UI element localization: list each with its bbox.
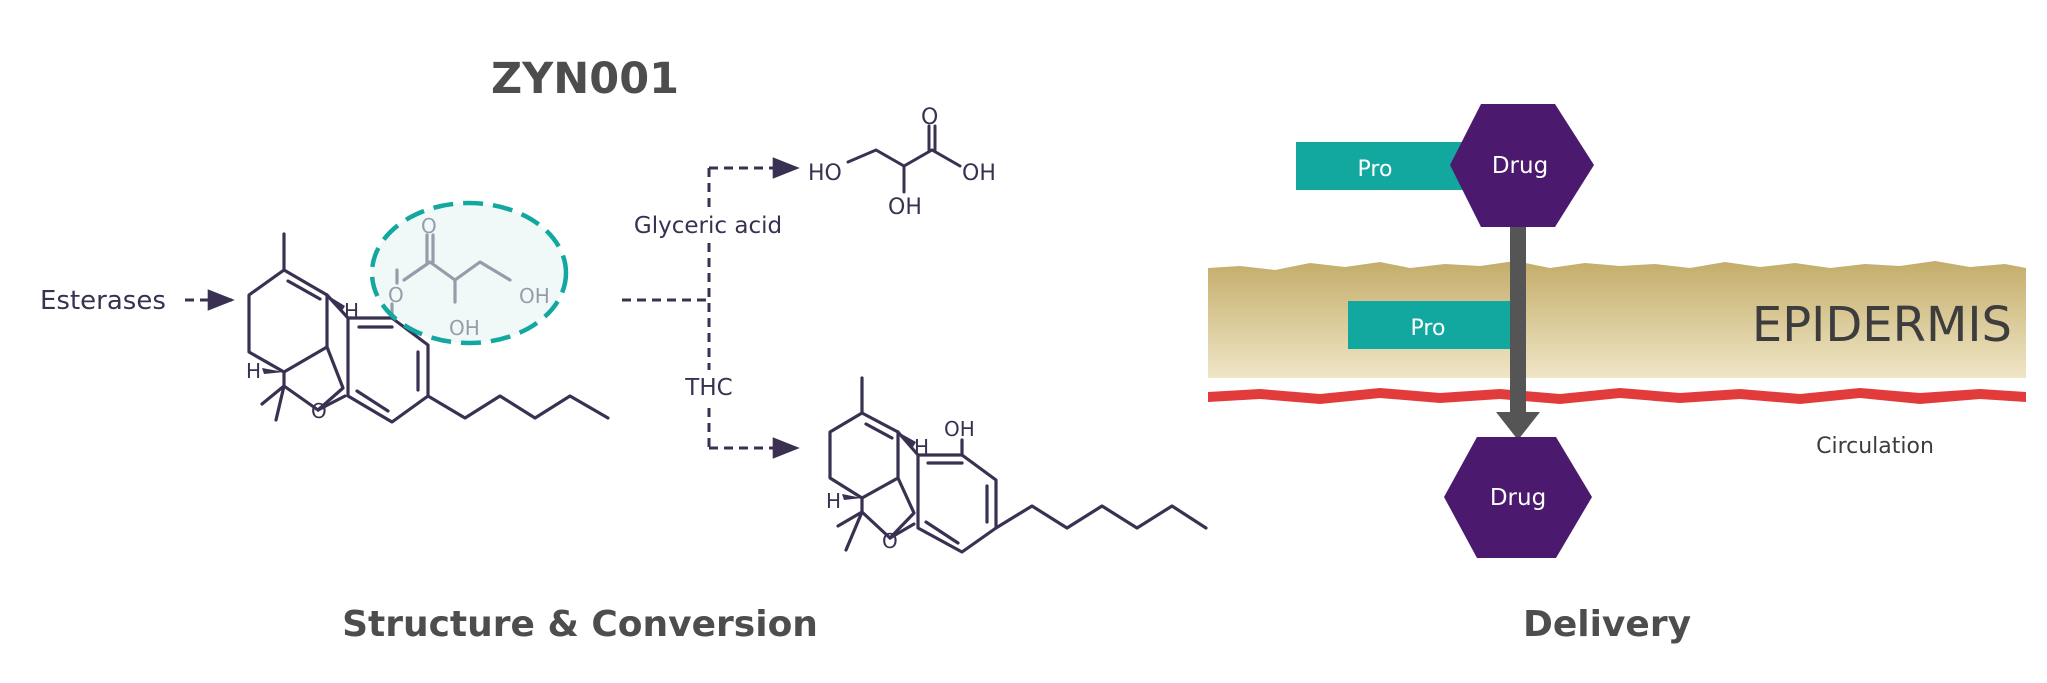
label-backdrop [680,370,738,404]
circulation-vessel [1208,388,2026,404]
esterases-label: Esterases [40,286,166,316]
structure-panel: Esterases [40,105,1208,645]
thc-label: THC [684,375,732,401]
stereo-wedge [842,494,862,500]
atom-label-o: O [921,105,938,130]
atom-label-oh: OH [888,195,922,220]
transport-arrow-shaft [1510,222,1526,415]
page-title: ZYN001 [491,54,679,104]
label-backdrop [636,208,780,242]
atom-label-h: H [826,489,841,513]
thc-molecule [828,376,1208,554]
atom-label-o: O [882,529,898,553]
structure-caption: Structure & Conversion [342,604,818,645]
drug-label-top: Drug [1492,153,1548,179]
stereo-wedge [327,295,345,311]
atom-label-oh: OH [962,161,996,186]
drug-hexagon-top [1450,104,1594,227]
epidermis-label: EPIDERMIS [1752,297,2012,353]
atom-label-h: H [344,299,359,323]
pro-moiety-cleaved [1348,301,1516,349]
glyceric-acid-label: Glyceric acid [634,213,782,239]
drug-label-bottom: Drug [1490,485,1546,511]
atom-label-o: O [311,399,327,423]
circulation-label: Circulation [1816,434,1934,459]
atom-label-h: H [914,435,929,459]
atom-label-h: H [246,359,261,383]
glyceric-acid-molecule [846,124,962,194]
delivery-panel: EPIDERMIS Circulation Pro Pro Drug Drug … [1208,104,2026,645]
stereo-wedge [262,368,284,374]
pro-moiety-top [1296,142,1476,190]
glyceryl-highlight [369,200,569,346]
atom-label-oh: OH [944,417,975,441]
pro-label-cleaved: Pro [1411,316,1446,341]
drug-hexagon-bottom [1444,437,1592,558]
delivery-caption: Delivery [1523,604,1691,645]
stereo-wedge [898,432,916,447]
transport-arrow-head [1496,412,1540,440]
atom-label-ho: HO [808,161,842,186]
pro-label-top: Pro [1358,157,1393,182]
